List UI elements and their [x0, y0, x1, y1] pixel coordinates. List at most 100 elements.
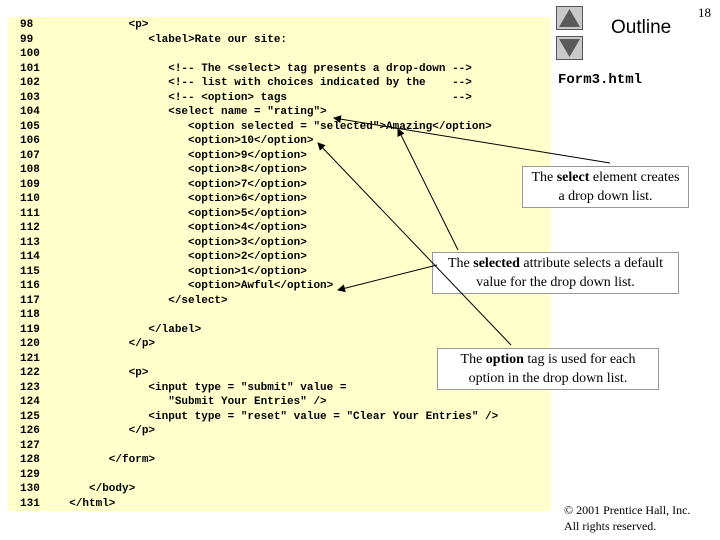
line-number: 107 [20, 149, 40, 162]
line-number: 109 [20, 178, 40, 191]
code-line: 122 <p> [20, 366, 148, 380]
callout-text: The [448, 256, 474, 271]
line-number: 100 [20, 48, 40, 60]
page-number: 18 [698, 5, 711, 20]
code-line: 131 </html> [20, 497, 115, 511]
code-text: <p> [56, 19, 149, 31]
code-line: 100 [20, 47, 56, 61]
code-text: <!-- list with choices indicated by the … [56, 77, 472, 89]
code-line: 103 <!-- <option> tags --> [20, 91, 472, 105]
code-line: 102 <!-- list with choices indicated by … [20, 76, 472, 90]
line-number: 128 [20, 454, 40, 466]
copyright-line-1: © 2001 Prentice Hall, Inc. [564, 503, 691, 517]
line-number: 116 [20, 280, 40, 292]
callout-option-tag: The option tag is used for each option i… [437, 348, 659, 390]
code-line: 120 </p> [20, 337, 155, 351]
code-text: <option>6</option> [56, 193, 307, 205]
code-line: 124 "Submit Your Entries" /> [20, 395, 327, 409]
code-line: 115 <option>1</option> [20, 265, 307, 279]
line-number: 106 [20, 135, 40, 147]
code-line: 116 <option>Awful</option> [20, 279, 333, 293]
arrow-to-selected [397, 128, 459, 251]
line-number: 111 [20, 207, 40, 220]
line-number: 110 [20, 193, 40, 205]
line-number: 104 [20, 106, 40, 118]
code-line: 106 <option>10</option> [20, 134, 313, 148]
line-number: 120 [20, 338, 40, 350]
line-number: 112 [20, 222, 40, 234]
previous-slide-button[interactable] [556, 6, 583, 30]
code-line: 125 <input type = "reset" value = "Clear… [20, 410, 498, 424]
code-line: 121 [20, 352, 56, 366]
code-line: 128 </form> [20, 453, 155, 467]
code-text: <!-- <option> tags --> [56, 91, 472, 104]
code-text: </body> [56, 483, 136, 495]
code-line: 112 <option>4</option> [20, 221, 307, 235]
code-text: <option selected = "selected">Amazing</o… [56, 120, 492, 133]
code-text: </p> [56, 338, 156, 350]
line-number: 119 [20, 323, 40, 336]
code-text: <input type = "submit" value = [56, 381, 347, 394]
callout-text: tag is used for each option in the drop … [468, 352, 636, 386]
code-text: <option>5</option> [56, 207, 307, 220]
code-line: 117 </select> [20, 294, 228, 308]
code-text: </form> [56, 454, 156, 466]
code-text: <input type = "reset" value = "Clear You… [56, 410, 499, 423]
copyright: © 2001 Prentice Hall, Inc. All rights re… [564, 502, 690, 534]
code-text: <option>8</option> [56, 164, 307, 176]
next-slide-button[interactable] [556, 36, 583, 60]
code-line: 99 <label>Rate our site: [20, 33, 287, 47]
code-text: </select> [56, 294, 228, 307]
line-number: 122 [20, 367, 40, 379]
line-number: 126 [20, 425, 40, 437]
code-text: <option>Awful</option> [56, 280, 334, 292]
code-text: <option>9</option> [56, 149, 307, 162]
code-text: <option>1</option> [56, 265, 307, 278]
callout-keyword: selected [473, 256, 520, 271]
code-line: 105 <option selected = "selected">Amazin… [20, 120, 492, 134]
line-number: 127 [20, 439, 40, 452]
code-text: <p> [56, 367, 149, 379]
code-line: 126 </p> [20, 424, 155, 438]
line-number: 123 [20, 381, 40, 394]
file-name: Form3.html [558, 72, 643, 88]
code-text: <option>3</option> [56, 236, 307, 249]
callout-select-element: The select element creates a drop down l… [522, 166, 689, 208]
line-number: 125 [20, 410, 40, 423]
code-line: 110 <option>6</option> [20, 192, 307, 206]
line-number: 103 [20, 91, 40, 104]
code-line: 118 [20, 308, 56, 322]
code-line: 111 <option>5</option> [20, 207, 307, 221]
code-text: <label>Rate our site: [56, 33, 288, 46]
code-line: 98 <p> [20, 18, 148, 32]
line-number: 99 [20, 33, 34, 46]
callout-keyword: option [485, 352, 524, 367]
code-text: <option>7</option> [56, 178, 307, 191]
code-line: 104 <select name = "rating"> [20, 105, 327, 119]
code-line: 119 </label> [20, 323, 201, 337]
line-number: 114 [20, 251, 40, 263]
line-number: 131 [20, 497, 40, 510]
code-text: <!-- The <select> tag presents a drop-do… [56, 62, 472, 75]
copyright-line-2: All rights reserved. [564, 519, 657, 533]
arrow-to-select [333, 115, 611, 164]
code-text: </html> [56, 497, 116, 510]
line-number: 121 [20, 352, 40, 365]
code-line: 101 <!-- The <select> tag presents a dro… [20, 62, 472, 76]
code-text: <option>2</option> [56, 251, 307, 263]
code-line: 123 <input type = "submit" value = [20, 381, 346, 395]
line-number: 101 [20, 62, 40, 75]
callout-keyword: select [556, 170, 590, 185]
code-line: 113 <option>3</option> [20, 236, 307, 250]
code-line: 130 </body> [20, 482, 135, 496]
code-line: 108 <option>8</option> [20, 163, 307, 177]
line-number: 130 [20, 483, 40, 495]
code-line: 107 <option>9</option> [20, 149, 307, 163]
line-number: 108 [20, 164, 40, 176]
triangle-down-icon [559, 39, 580, 57]
code-text: <select name = "rating"> [56, 106, 327, 118]
line-number: 98 [20, 19, 34, 31]
code-text: </label> [56, 323, 202, 336]
callout-text: The [460, 352, 486, 367]
line-number: 102 [20, 77, 40, 89]
